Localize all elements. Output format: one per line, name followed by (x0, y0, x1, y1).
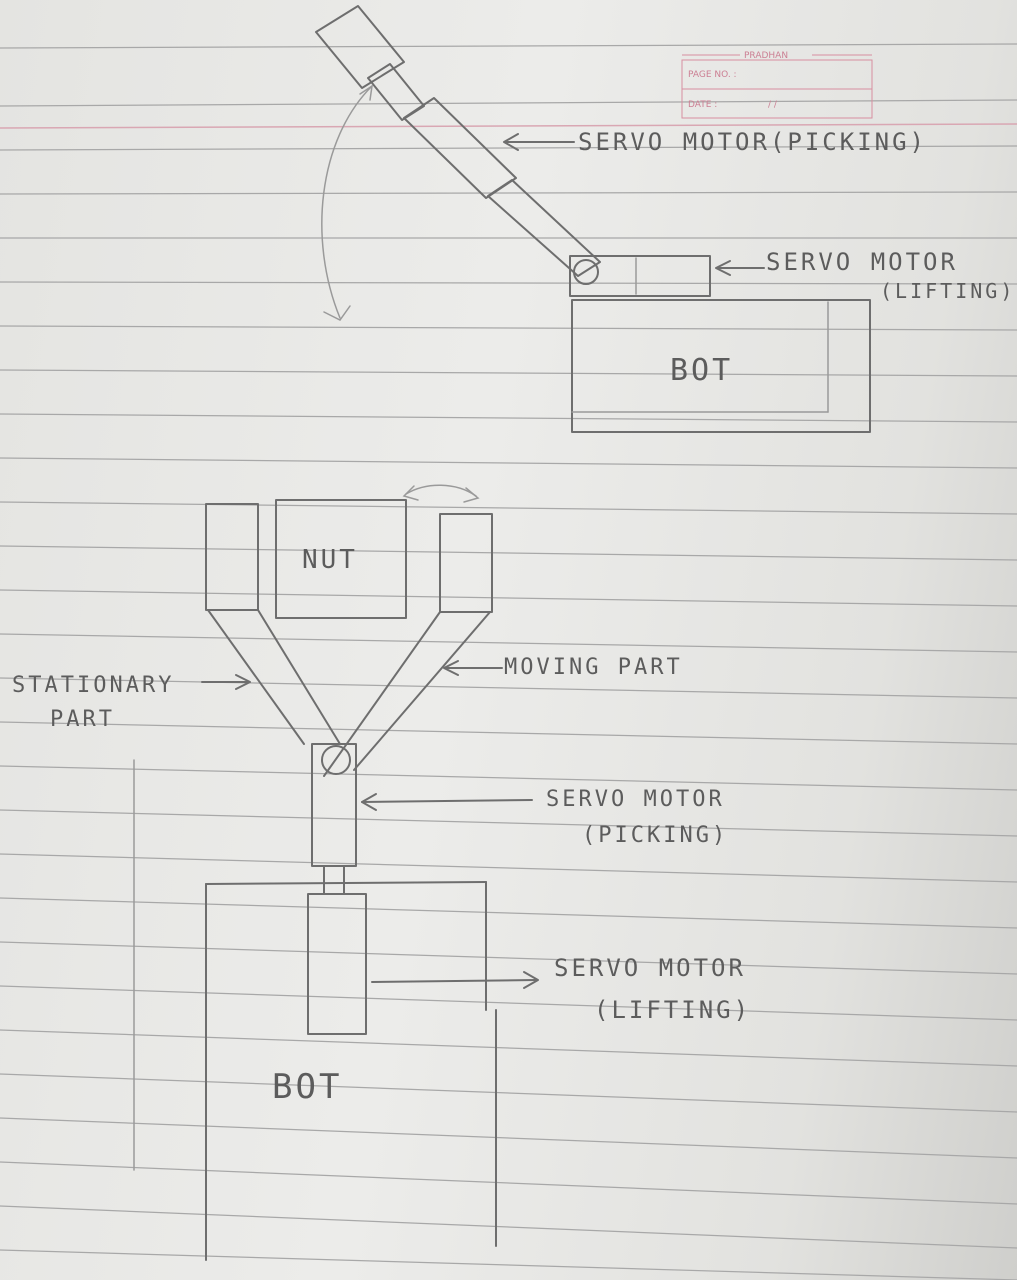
moving-part-label: MOVING PART (504, 655, 683, 680)
bottom-servo-lifting-callout: SERVO MOTOR (LIFTING) (372, 954, 751, 1024)
bottom-servo-picking-label-2: (PICKING) (582, 823, 728, 848)
stamp-page-no: PAGE NO. : (688, 70, 737, 80)
bottom-servo-picking-label-1: SERVO MOTOR (546, 787, 725, 812)
gripper-arms (208, 610, 490, 776)
bottom-bot-frame (134, 760, 496, 1260)
bottom-servo-lifting-label-2: (LIFTING) (594, 996, 751, 1024)
moving-part-callout: MOVING PART (444, 655, 683, 680)
top-picking-arm (316, 6, 600, 284)
top-servo-lifting-label-1: SERVO MOTOR (766, 248, 958, 276)
nut-label: NUT (302, 545, 358, 575)
top-bot-label: BOT (670, 353, 733, 388)
bottom-servo-lifting-label-1: SERVO MOTOR (554, 954, 746, 982)
top-servo-picking-callout: SERVO MOTOR(PICKING) (504, 128, 927, 156)
top-rotation-arrow (322, 86, 372, 320)
bottom-bot-label: BOT (272, 1067, 342, 1107)
top-servo-picking-label: SERVO MOTOR(PICKING) (578, 128, 927, 156)
top-diagram: BOT SERVO MOTOR(PICKING) SERVO MOTOR (LI… (316, 6, 1015, 432)
bottom-lifting-servo (308, 894, 366, 1034)
stationary-label-2: PART (50, 707, 115, 732)
bottom-diagram: NUT BOT (12, 485, 751, 1260)
moving-finger-arrow (404, 485, 478, 502)
top-servo-lifting-label-2: (LIFTING) (880, 279, 1015, 303)
stationary-label-1: STATIONARY (12, 673, 174, 698)
page-stamp: PRADHAN PAGE NO. : DATE : / / (682, 51, 872, 118)
bottom-servo-picking-callout: SERVO MOTOR (PICKING) (362, 787, 728, 848)
top-servo-lifting-callout: SERVO MOTOR (LIFTING) (716, 248, 1015, 303)
stamp-date: DATE : (688, 100, 717, 110)
stamp-date-slashes: / / (768, 100, 778, 110)
